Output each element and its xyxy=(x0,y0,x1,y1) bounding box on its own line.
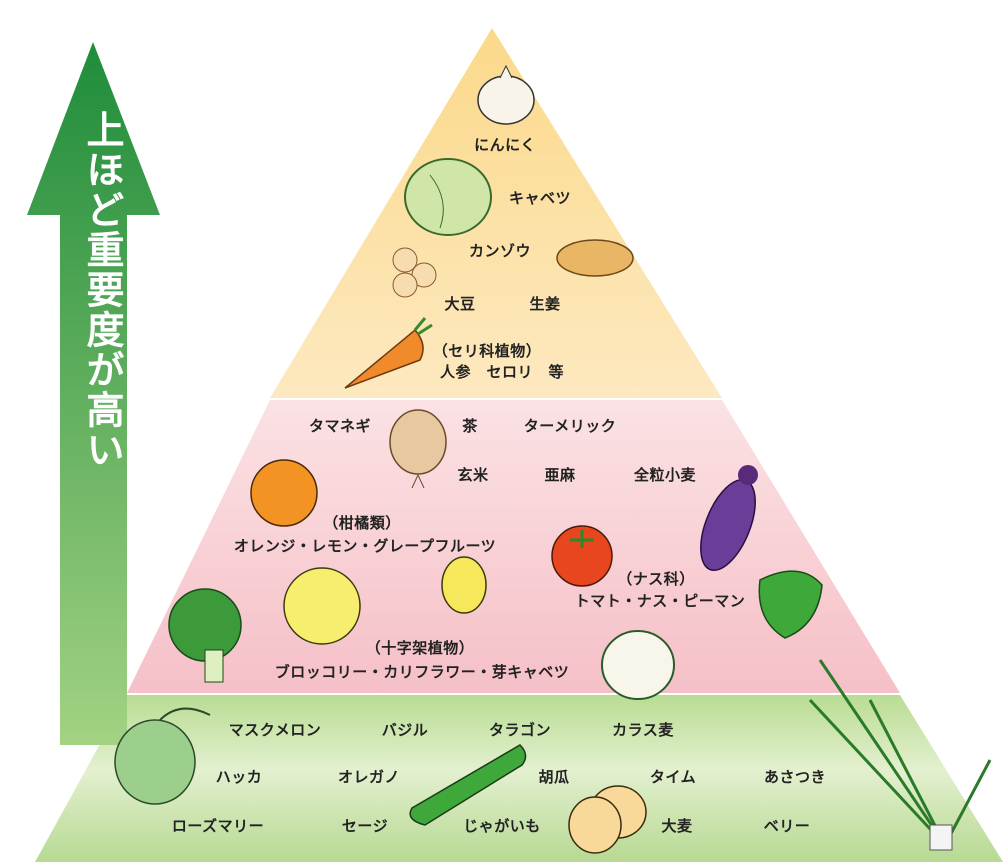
food-label: カラス麦 xyxy=(612,721,674,739)
category-label: （十字架植物） xyxy=(365,639,475,657)
category-label: （セリ科植物） xyxy=(432,342,542,360)
onion-icon xyxy=(389,409,447,489)
tier-bottom xyxy=(35,695,1003,862)
category-label: （柑橘類） xyxy=(323,514,401,532)
food-label: 大麦 xyxy=(661,817,693,835)
food-label: タマネギ xyxy=(308,417,372,435)
ginger-icon xyxy=(556,239,634,277)
food-label: 胡瓜 xyxy=(538,768,570,786)
food-label: ターメリック xyxy=(523,417,617,435)
potato-icon xyxy=(568,785,647,854)
food-label: キャベツ xyxy=(508,189,572,207)
food-label: 生姜 xyxy=(529,295,561,313)
tier-top xyxy=(270,28,722,398)
grapefruit-icon xyxy=(283,567,361,645)
broccoli-icon xyxy=(168,588,242,683)
lemon-icon xyxy=(441,556,487,614)
food-label: ハッカ xyxy=(215,768,263,786)
food-label: マスクメロン xyxy=(228,721,322,739)
food-label: セージ xyxy=(341,817,389,835)
eggplant-icon xyxy=(700,465,758,572)
food-label: じゃがいも xyxy=(463,817,541,835)
carrot-icon xyxy=(344,317,433,389)
food-label: ブロッコリー・カリフラワー・芽キャベツ xyxy=(274,663,570,681)
food-label: オレンジ・レモン・グレープフルーツ xyxy=(233,537,497,555)
cauliflower-icon xyxy=(601,630,675,700)
green-pepper-icon xyxy=(758,570,823,639)
food-label: 茶 xyxy=(462,417,478,435)
food-label: カンゾウ xyxy=(468,242,532,260)
food-label: 人参 セロリ 等 xyxy=(439,363,565,381)
food-label: あさつき xyxy=(763,768,827,786)
food-label: 玄米 xyxy=(457,466,489,484)
importance-arrow-label: 上ほど重要度が高い xyxy=(80,110,124,470)
garlic-icon xyxy=(477,64,535,125)
tomato-icon xyxy=(551,525,613,587)
food-label: ローズマリー xyxy=(171,817,265,835)
cabbage-icon xyxy=(404,158,492,236)
food-label: タイム xyxy=(649,768,697,786)
melon-icon xyxy=(114,707,211,805)
orange-icon xyxy=(250,459,318,527)
food-label: バジル xyxy=(381,721,429,739)
category-label: （ナス科） xyxy=(617,570,695,588)
soybean-icon xyxy=(392,247,437,298)
food-label: 全粒小麦 xyxy=(633,466,697,484)
food-label: にんにく xyxy=(474,136,536,154)
cucumber-icon xyxy=(409,744,527,826)
food-label: 大豆 xyxy=(444,295,476,313)
chives-icon xyxy=(808,659,992,851)
importance-arrow xyxy=(27,42,160,745)
food-label: 亜麻 xyxy=(544,466,576,484)
food-label: トマト・ナス・ピーマン xyxy=(574,592,746,610)
food-label: ベリー xyxy=(763,817,811,835)
food-label: タラゴン xyxy=(488,721,552,739)
food-label: オレガノ xyxy=(337,768,401,786)
